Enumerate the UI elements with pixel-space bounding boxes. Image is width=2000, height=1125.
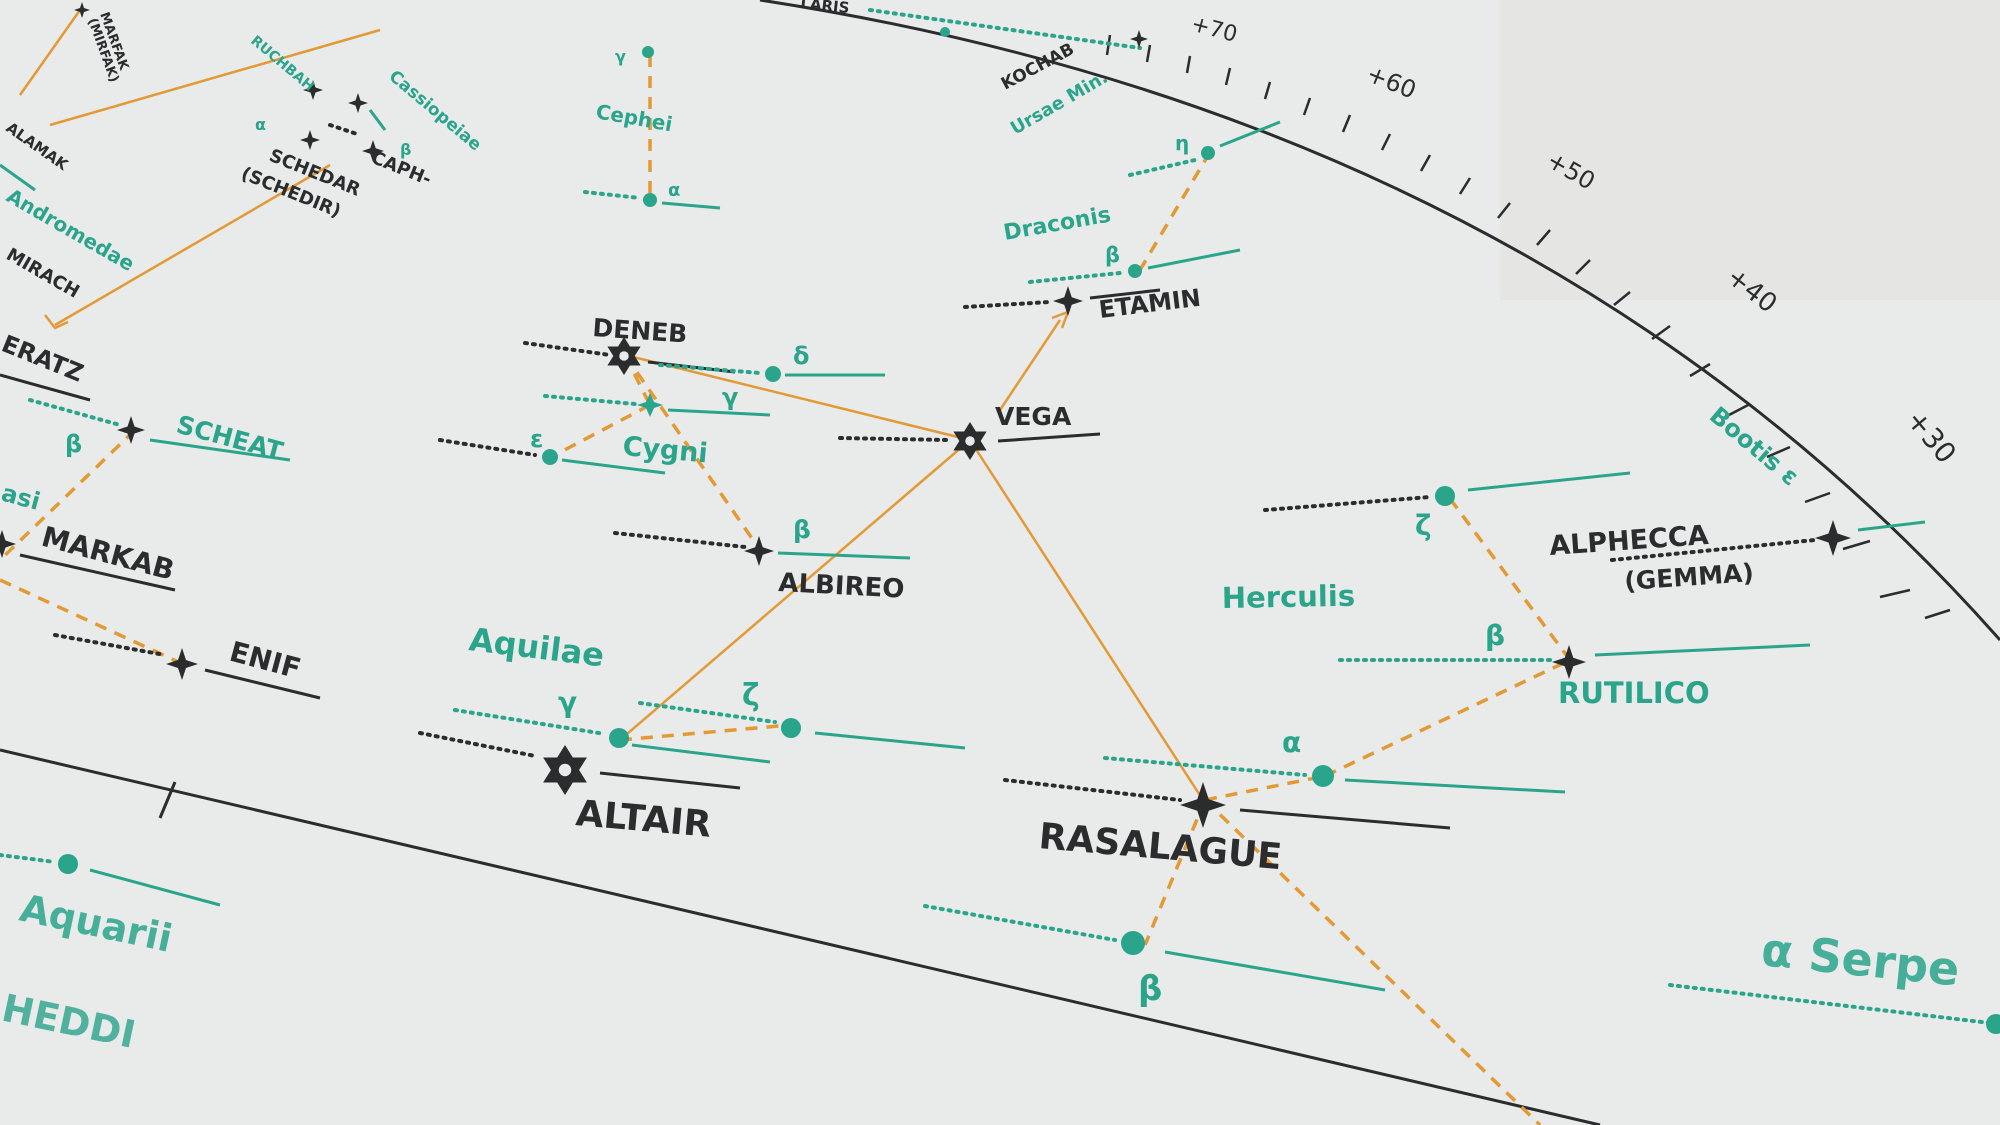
ursa-minor-figure (868, 8, 1148, 50)
label-epsilon-cygni: ε (530, 425, 543, 453)
chart-border (0, 748, 1601, 1125)
label-alpha-cas: α (255, 115, 266, 134)
star-epsilon-cygni[interactable]: ε (438, 425, 666, 475)
label-vega: VEGA (995, 402, 1072, 431)
label-polaris: LARIS (800, 0, 851, 17)
label-gamma-cephei: γ (615, 47, 626, 66)
star-albireo[interactable]: β ALBIREO (613, 515, 911, 605)
star-zeta-herculis[interactable]: ζ (1263, 471, 1631, 542)
star-eta-draconis[interactable]: η (1128, 120, 1281, 177)
label-beta-cygni: β (793, 515, 811, 544)
label-beta-herculis: β (1485, 619, 1505, 652)
star-beta-draconis[interactable]: β (1028, 243, 1241, 284)
star-zeta-aquilae[interactable]: ζ (638, 678, 966, 750)
label-zeta-herculis: ζ (1415, 509, 1432, 542)
constellation-herculis: Herculis (1222, 579, 1356, 615)
star-gamma-aquilae[interactable]: γ (453, 686, 771, 764)
star-alpha-herculis[interactable]: α (1103, 726, 1566, 794)
star-vega[interactable]: VEGA (838, 402, 1101, 460)
label-beta-draconis: β (1105, 243, 1120, 267)
label-albireo: ALBIREO (778, 568, 905, 605)
label-rutilico: RUTILICO (1558, 676, 1710, 710)
cephei-figure: α γ (583, 46, 721, 210)
constellation-cygni: Cygni (621, 431, 709, 469)
label-alpha-cephei: α (668, 180, 680, 201)
label-beta-pegasi: β (65, 430, 82, 458)
star-gamma-cygni[interactable]: γ (543, 383, 771, 417)
star-delta-cygni[interactable]: δ (658, 342, 885, 382)
star-beta-lower[interactable]: β (923, 904, 1386, 1009)
label-deneb: DENEB (592, 313, 689, 349)
asterism-lines (18, 9, 1205, 801)
label-beta-lower: β (1138, 969, 1162, 1009)
label-gamma-cygni: γ (722, 383, 738, 411)
star-enif[interactable]: ENIF (53, 633, 321, 700)
label-beta-cas: β (400, 140, 411, 159)
star-rutilico[interactable]: β RUTILICO (1338, 619, 1811, 710)
label-zeta-aquilae: ζ (742, 678, 760, 713)
label-delta: δ (793, 342, 810, 370)
label-gamma-aquilae: γ (558, 686, 577, 719)
constellation-figures (0, 55, 1572, 1125)
label-alpha-herculis: α (1282, 726, 1301, 759)
label-eta-draconis: η (1175, 131, 1189, 155)
